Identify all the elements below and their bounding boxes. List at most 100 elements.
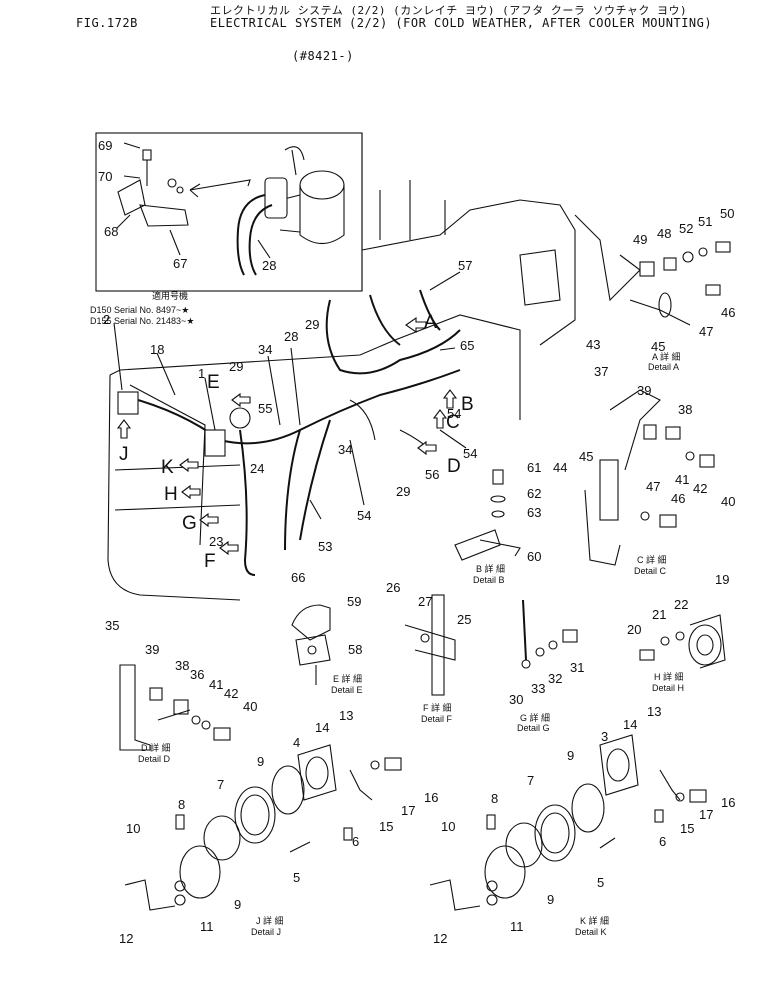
arrow-h [181,484,201,500]
part-number: 63 [527,505,541,520]
part-number: 53 [318,539,332,554]
part-number: 46 [721,305,735,320]
part-number: 12 [433,931,447,946]
part-number: 21 [652,607,666,622]
part-number: 26 [386,580,400,595]
part-number: 45 [579,449,593,464]
view-letter-e: E [207,372,220,393]
part-number: 14 [315,720,329,735]
part-number: 16 [721,795,735,810]
part-number: 58 [348,642,362,657]
view-letter-b: B [461,394,474,415]
part-number: 20 [627,622,641,637]
part-number: 42 [693,481,707,496]
view-letter-f: F [204,551,216,572]
detail-c-drawing [584,389,715,566]
part-number: 54 [463,446,477,461]
serial-heading: 適用号機 [152,290,188,301]
detail-c-label-jp: C 詳 細 [637,554,667,565]
part-number: 11 [200,919,214,934]
part-number: 29 [305,317,319,332]
part-number: 10 [126,821,140,836]
part-number: 3 [601,729,608,744]
part-number: 30 [509,692,523,707]
detail-h-label-jp: H 詳 細 [654,671,684,682]
part-number: 16 [424,790,438,805]
part-number: 67 [173,256,187,271]
detail-e-label-jp: E 詳 細 [333,673,362,684]
arrow-f [219,540,239,556]
part-number: 70 [98,169,112,184]
view-arrows [116,316,458,556]
part-number: 54 [357,508,371,523]
detail-a-label-jp: A 詳 細 [652,351,681,362]
detail-e-label: Detail E [331,685,363,695]
part-number: 43 [586,337,600,352]
part-number: 51 [698,214,712,229]
arrow-a [405,316,427,334]
part-number: 40 [721,494,735,509]
detail-k-label: Detail K [575,927,607,937]
leader-lines [113,142,467,520]
detail-k-label-jp: K 詳 細 [580,915,609,926]
part-number: 48 [657,226,671,241]
part-number: 60 [527,549,541,564]
detail-g-label: Detail G [517,723,550,733]
part-number: 18 [150,342,164,357]
part-number: 41 [209,677,223,692]
part-number: 33 [531,681,545,696]
arrow-g [199,512,219,528]
part-number: 45 [651,339,665,354]
part-number: 15 [379,819,393,834]
serial-d155: D155 Serial No. 21483~★ [90,316,194,326]
part-number: 39 [145,642,159,657]
arrow-e [231,392,251,408]
detail-e-drawing [291,604,331,685]
detail-f-drawing [404,594,456,696]
detail-j-label-jp: J 詳 細 [256,915,284,926]
part-number: 42 [224,686,238,701]
detail-a-drawing [574,214,731,326]
part-number: 24 [250,461,264,476]
detail-d-drawing [119,664,231,751]
part-number: 46 [671,491,685,506]
part-number: 41 [675,472,689,487]
part-number: 27 [418,594,432,609]
detail-g-label-jp: G 詳 細 [520,712,550,723]
part-number: 32 [548,671,562,686]
part-number: 9 [257,754,264,769]
detail-b-label: Detail B [473,575,505,585]
detail-j-drawing [124,744,402,911]
part-number: 6 [352,834,359,849]
part-number: 57 [458,258,472,273]
part-number: 50 [720,206,734,221]
part-number: 19 [715,572,729,587]
part-number: 34 [258,342,272,357]
arrow-k [179,457,199,473]
detail-d-label: Detail D [138,754,171,764]
part-number: 66 [291,570,305,585]
part-number: 68 [104,224,118,239]
part-number: 13 [647,704,661,719]
part-number: 40 [243,699,257,714]
detail-k-drawing [429,734,707,911]
arrow-b [442,389,458,409]
part-number: 9 [567,748,574,763]
part-number: 49 [633,232,647,247]
serial-d150: D150 Serial No. 8497~★ [90,305,189,315]
part-number: 62 [527,486,541,501]
part-number: 5 [597,875,604,890]
part-number: 8 [178,797,185,812]
part-number: 47 [646,479,660,494]
detail-j-label: Detail J [251,927,281,937]
part-number: 25 [457,612,471,627]
part-number: 29 [229,359,243,374]
part-number: 47 [699,324,713,339]
detail-h-label: Detail H [652,683,684,693]
figure-number: FIG.172B [76,16,138,30]
title-english: ELECTRICAL SYSTEM (2/2) (FOR COLD WEATHE… [210,16,713,30]
part-number: 38 [678,402,692,417]
detail-g-drawing [521,599,578,669]
part-number: 14 [623,717,637,732]
part-number: 13 [339,708,353,723]
